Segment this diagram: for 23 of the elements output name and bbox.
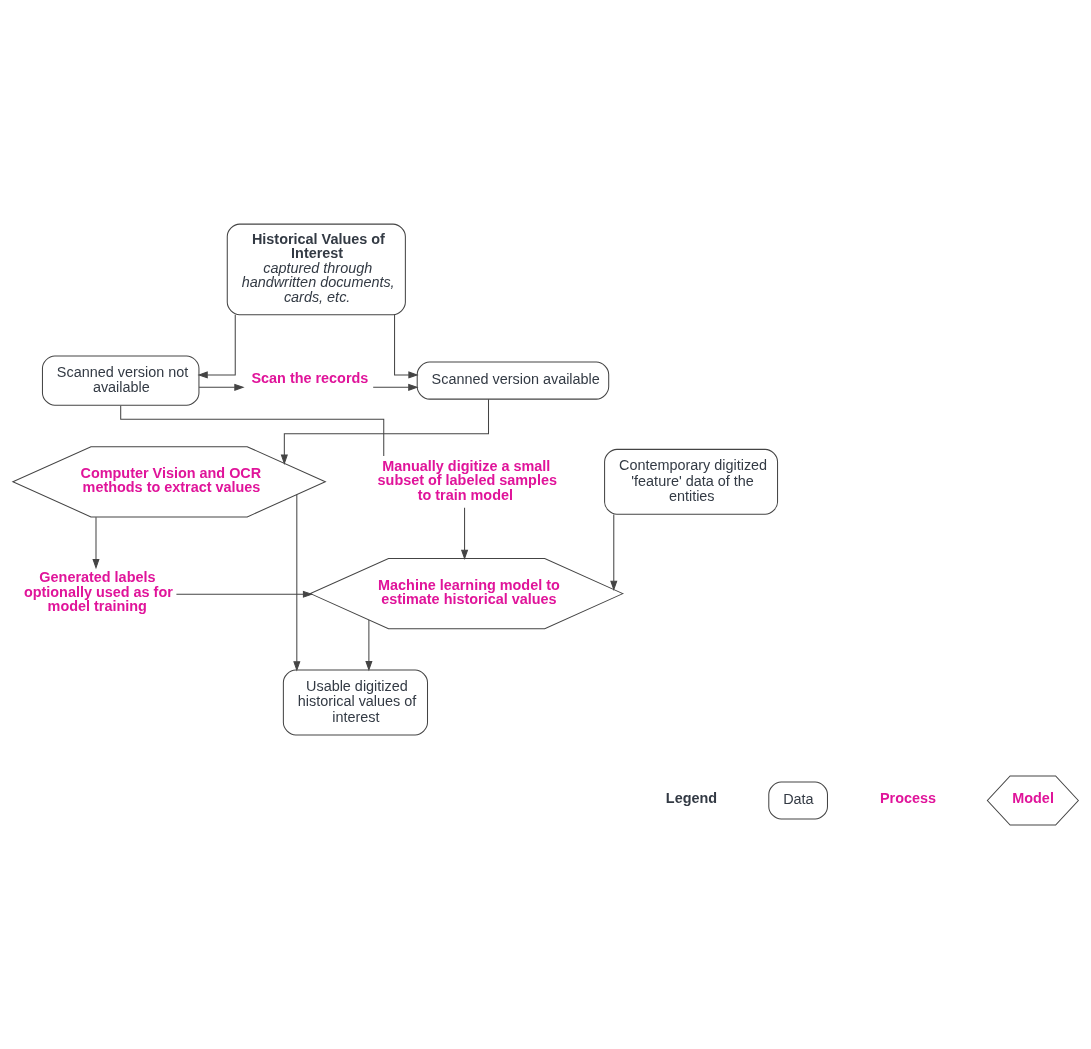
legend-label: Model — [1012, 790, 1054, 807]
node-box: Contemporary digitized 'feature' data of the entities — [604, 448, 779, 515]
node-text: Scan the records — [251, 370, 369, 387]
arrow — [92, 516, 100, 570]
arrow — [394, 314, 419, 379]
arrow — [610, 513, 618, 592]
arrow — [197, 314, 236, 379]
node-box: Historical Values of Interest captured through handwritten documents, cards, etc. — [226, 223, 406, 316]
label: Legend — [665, 790, 718, 807]
arrow — [293, 494, 301, 672]
node-text: Generated labels optionally used as for model training — [23, 569, 173, 615]
node-text: Manually digitize a small subset of labeled samples to train model — [377, 457, 557, 503]
arrow — [175, 590, 314, 598]
legend-label: Data — [783, 791, 814, 808]
legend-label: Process — [879, 790, 937, 807]
node-box: Usable digitized historical values of interest — [282, 669, 429, 736]
node-box: Scanned version not available — [41, 355, 200, 406]
arrow — [365, 619, 373, 672]
arrow — [198, 383, 245, 391]
arrow — [460, 507, 469, 561]
node-box: Scanned version available — [416, 361, 610, 400]
arrow — [280, 398, 490, 465]
arrow — [372, 383, 419, 391]
